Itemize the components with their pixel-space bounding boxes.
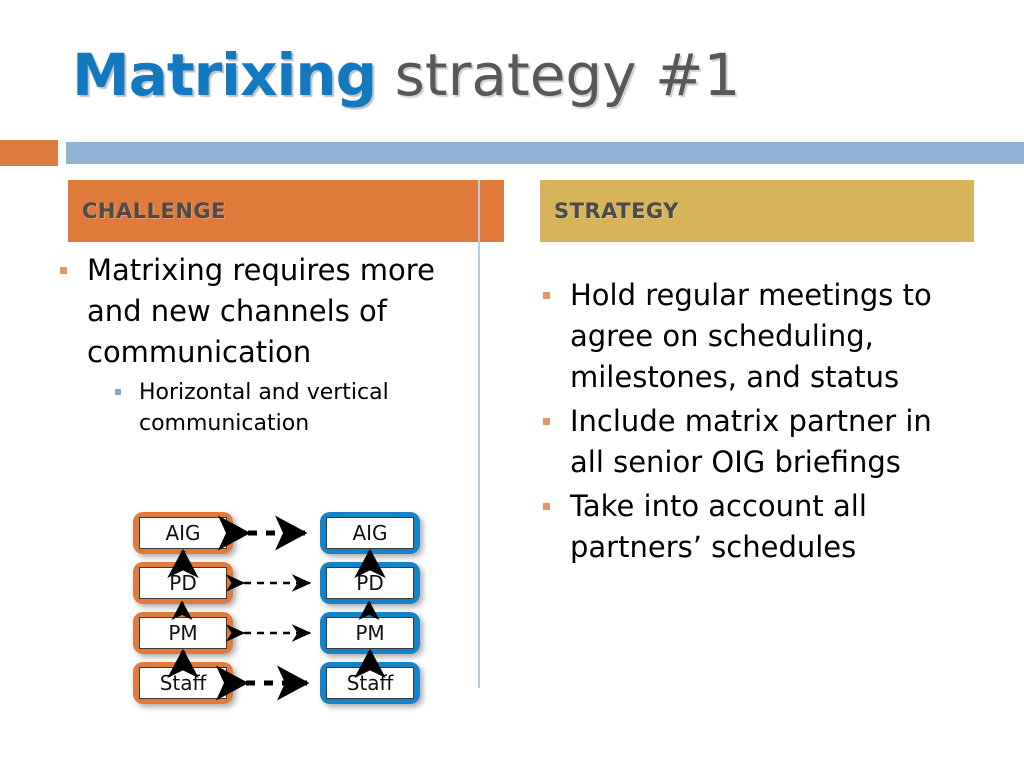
strategy-column-header: STRATEGY: [540, 180, 974, 242]
strategy-bullet-text: Hold regular meetings to agree on schedu…: [570, 278, 932, 394]
page-title-accent: Matrixing: [72, 41, 377, 109]
challenge-column-body: Matrixing requires more and new channels…: [60, 250, 472, 439]
diagram-arrows: [167, 515, 386, 701]
challenge-sub-list: Horizontal and vertical communication: [115, 377, 472, 439]
matrix-communication-diagram: AIG PD PM Staff AIG PD PM Staff: [120, 508, 440, 720]
challenge-sub-bullet-text: Horizontal and vertical communication: [139, 380, 389, 436]
challenge-column-header: CHALLENGE: [68, 180, 504, 242]
list-item: Horizontal and vertical communication: [115, 377, 472, 439]
square-bullet-icon: [543, 292, 550, 299]
square-bullet-icon: [115, 389, 121, 395]
diagram-node-label: AIG: [139, 517, 227, 549]
strategy-column-body: Hold regular meetings to agree on schedu…: [543, 275, 968, 571]
title-divider-bar-blue: [66, 142, 1024, 164]
square-bullet-icon: [543, 503, 550, 510]
list-item: Matrixing requires more and new channels…: [60, 250, 472, 373]
challenge-header-label: CHALLENGE: [82, 199, 227, 223]
diagram-node-right-pd: PD: [320, 562, 420, 604]
diagram-node-label: Staff: [326, 667, 414, 699]
column-divider-line: [478, 180, 480, 688]
list-item: Hold regular meetings to agree on schedu…: [543, 275, 968, 398]
page-title-rest: strategy #1: [376, 41, 741, 109]
strategy-bullet-text: Take into account all partners’ schedule…: [570, 489, 867, 564]
square-bullet-icon: [60, 267, 67, 274]
list-item: Take into account all partners’ schedule…: [543, 486, 968, 568]
list-item: Include matrix partner in all senior OIG…: [543, 401, 968, 483]
title-accent-bar-orange: [0, 140, 58, 166]
page-title: Matrixing strategy #1: [72, 42, 740, 108]
diagram-node-label: AIG: [326, 517, 414, 549]
strategy-bullet-text: Include matrix partner in all senior OIG…: [570, 404, 932, 479]
diagram-node-left-aig: AIG: [133, 512, 233, 554]
square-bullet-icon: [543, 418, 550, 425]
diagram-node-right-aig: AIG: [320, 512, 420, 554]
challenge-bullet-text: Matrixing requires more and new channels…: [87, 253, 435, 369]
strategy-header-label: STRATEGY: [554, 199, 679, 223]
